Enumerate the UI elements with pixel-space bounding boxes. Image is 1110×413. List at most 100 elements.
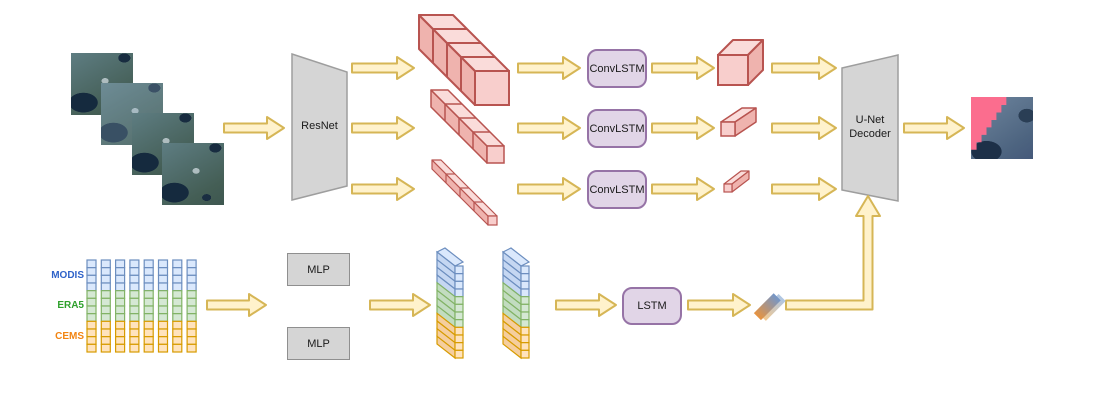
timeseries-column-6-cell [157, 290, 169, 299]
feature-sequence-scale1-cap [474, 70, 510, 106]
timeseries-column-6-cell [157, 343, 169, 353]
arrow-convlstm-to-state-1 [651, 56, 715, 80]
embedded-stack-2-strip-cell [520, 334, 530, 344]
timeseries-column-3-cell [114, 343, 126, 353]
arrow-columns-to-mlp [206, 293, 267, 317]
timeseries-column-5-cell [143, 259, 154, 269]
timeseries-column-8-cell [186, 290, 197, 299]
embedded-stack-1-strip-cell [454, 326, 464, 336]
timeseries-column-2-cell [100, 336, 111, 345]
embedded-stack-1-strip-cell [454, 273, 464, 282]
label-cems: CEMS [55, 331, 84, 342]
unet-decoder-label: U-Net Decoder [842, 55, 898, 201]
timeseries-column-1-cell [86, 259, 97, 269]
embedded-stack-2-strip-cell [520, 296, 530, 305]
embedded-stack-2-strip-cell [520, 303, 530, 313]
timeseries-column-7-cell [172, 320, 183, 330]
timeseries-column-1-cell [86, 267, 97, 276]
embedded-stack-1-strip-cell [454, 303, 464, 313]
arrow-lstm-to-vector [687, 293, 751, 317]
timeseries-column-4-cell [129, 328, 140, 338]
embedded-stack-2-strip-cell [520, 288, 530, 298]
timeseries-column-7-cell [172, 343, 183, 353]
embedded-stack-1-strip-cell [454, 334, 464, 344]
unet-decoder-shape [841, 54, 899, 202]
timeseries-column-3-cell [114, 313, 126, 322]
timeseries-column-8-cell [186, 336, 197, 345]
embedded-stack-2-strip-cell [520, 349, 530, 359]
input-satellite-image-4 [162, 143, 224, 205]
timeseries-column-2-cell [100, 290, 111, 299]
timeseries-column-6-cell [157, 259, 169, 269]
embedded-stack-1-strip-cell [454, 319, 464, 328]
mlp-box-1: MLP [287, 253, 350, 286]
timeseries-column-3-cell [114, 305, 126, 315]
timeseries-column-1-cell [86, 274, 97, 284]
timeseries-column-3-cell [114, 336, 126, 345]
embedded-stack-1-strip-cell [454, 349, 464, 359]
arrow-stacks-to-lstm [555, 293, 617, 317]
timeseries-column-6-cell [157, 267, 169, 276]
embedded-stack-2-strip-cell [520, 311, 530, 321]
embedded-stack-2-strip-cell [520, 273, 530, 282]
output-prediction-image [971, 97, 1033, 159]
timeseries-column-2-cell [100, 259, 111, 269]
timeseries-column-1-cell [86, 313, 97, 322]
arrow-convlstm-to-state-2 [651, 116, 715, 140]
timeseries-column-8-cell [186, 274, 197, 284]
timeseries-column-4-cell [129, 320, 140, 330]
timeseries-column-6-cell [157, 313, 169, 322]
arrow-features-to-convlstm-3 [517, 177, 581, 201]
timeseries-column-8-cell [186, 259, 197, 269]
timeseries-column-5-cell [143, 305, 154, 315]
timeseries-column-1-cell [86, 320, 97, 330]
convlstm-box-3: ConvLSTM [587, 170, 647, 209]
lstm-box: LSTM [622, 287, 682, 325]
timeseries-column-3-cell [114, 328, 126, 338]
timeseries-column-5-cell [143, 343, 154, 353]
hidden-state-scale1-cap [717, 54, 749, 86]
arrow-state-to-unet-1 [771, 56, 837, 80]
arrow-convlstm-to-state-3 [651, 177, 715, 201]
timeseries-column-2-cell [100, 320, 111, 330]
embedded-stack-1-strip-cell [454, 280, 464, 290]
embedded-stack-2-strip-cell [520, 280, 530, 290]
fused-vector-front [753, 293, 781, 321]
burned-area-mask [971, 97, 1007, 150]
convlstm-box-1: ConvLSTM [587, 49, 647, 88]
timeseries-column-4-cell [129, 274, 140, 284]
timeseries-column-8-cell [186, 343, 197, 353]
timeseries-column-3-cell [114, 290, 126, 299]
timeseries-column-6-cell [157, 297, 169, 307]
timeseries-column-4-cell [129, 290, 140, 299]
timeseries-column-3-cell [114, 282, 126, 292]
embedded-stack-2-strip-cell [520, 342, 530, 351]
timeseries-column-7-cell [172, 305, 183, 315]
timeseries-column-3-cell [114, 274, 126, 284]
timeseries-column-3-cell [114, 267, 126, 276]
timeseries-column-1-cell [86, 297, 97, 307]
timeseries-column-6-cell [157, 305, 169, 315]
arrow-vector-to-unet [785, 195, 881, 311]
timeseries-column-6-cell [157, 336, 169, 345]
arrow-resnet-to-features-3 [351, 177, 415, 201]
timeseries-column-8-cell [186, 328, 197, 338]
timeseries-column-8-cell [186, 282, 197, 292]
convlstm-box-2: ConvLSTM [587, 109, 647, 148]
unet-decoder-label-line1: U-Net [855, 114, 885, 127]
timeseries-column-8-cell [186, 267, 197, 276]
timeseries-column-2-cell [100, 274, 111, 284]
resnet-encoder-shape [291, 52, 348, 201]
arrow-mlp-to-stacks [369, 293, 431, 317]
arrow-features-to-convlstm-1 [517, 56, 581, 80]
timeseries-column-7-cell [172, 328, 183, 338]
embedded-stack-1-strip-cell [454, 296, 464, 305]
timeseries-column-5-cell [143, 282, 154, 292]
timeseries-column-3-cell [114, 259, 126, 269]
hidden-state-scale2-cap [720, 121, 736, 137]
timeseries-column-6-cell [157, 274, 169, 284]
timeseries-column-5-cell [143, 313, 154, 322]
label-modis: MODIS [51, 270, 84, 281]
arrow-state-to-unet-3 [771, 177, 837, 201]
